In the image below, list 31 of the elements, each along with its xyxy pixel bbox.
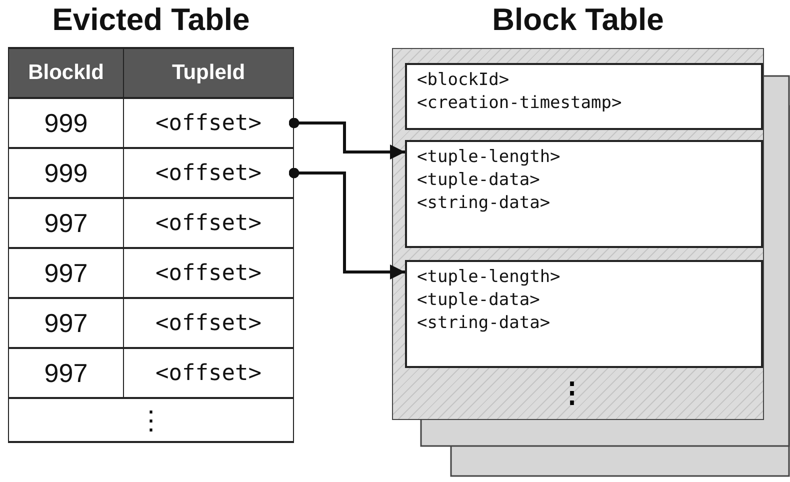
field-name: <tuple-data> bbox=[417, 289, 541, 312]
table-cell: 997 bbox=[8, 198, 124, 248]
table-cell: <offset> bbox=[123, 298, 294, 348]
arrow bbox=[288, 168, 405, 280]
table-title: Evicted Table bbox=[51, 2, 251, 38]
table-title: Block Table bbox=[491, 2, 665, 38]
field-name: <tuple-length> bbox=[417, 146, 562, 169]
table-cell: 999 bbox=[8, 98, 124, 148]
header-cell: TupleId bbox=[123, 48, 294, 98]
table-cell: <offset> bbox=[123, 148, 294, 198]
table-cell: <offset> bbox=[123, 98, 294, 148]
record-box bbox=[405, 260, 763, 368]
table-cell: 997 bbox=[8, 348, 124, 398]
table-cell: ⋮ bbox=[8, 398, 294, 442]
arrow bbox=[288, 118, 405, 160]
table-cell: 999 bbox=[8, 148, 124, 198]
table-cell: <offset> bbox=[123, 198, 294, 248]
table-cell: <offset> bbox=[123, 248, 294, 298]
field-name: <tuple-length> bbox=[417, 266, 562, 289]
field-name: <creation-timestamp> bbox=[417, 92, 623, 115]
field-name: <blockId> bbox=[417, 69, 510, 92]
header-cell: BlockId bbox=[8, 48, 124, 98]
ellipsis-mark: ⋮ bbox=[558, 376, 586, 409]
field-name: <string-data> bbox=[417, 192, 552, 215]
table-cell: 997 bbox=[8, 298, 124, 348]
table-cell: 997 bbox=[8, 248, 124, 298]
table-cell: <offset> bbox=[123, 348, 294, 398]
field-name: <string-data> bbox=[417, 312, 552, 335]
record-box bbox=[405, 63, 763, 130]
field-name: <tuple-data> bbox=[417, 169, 541, 192]
record-box bbox=[405, 140, 763, 248]
